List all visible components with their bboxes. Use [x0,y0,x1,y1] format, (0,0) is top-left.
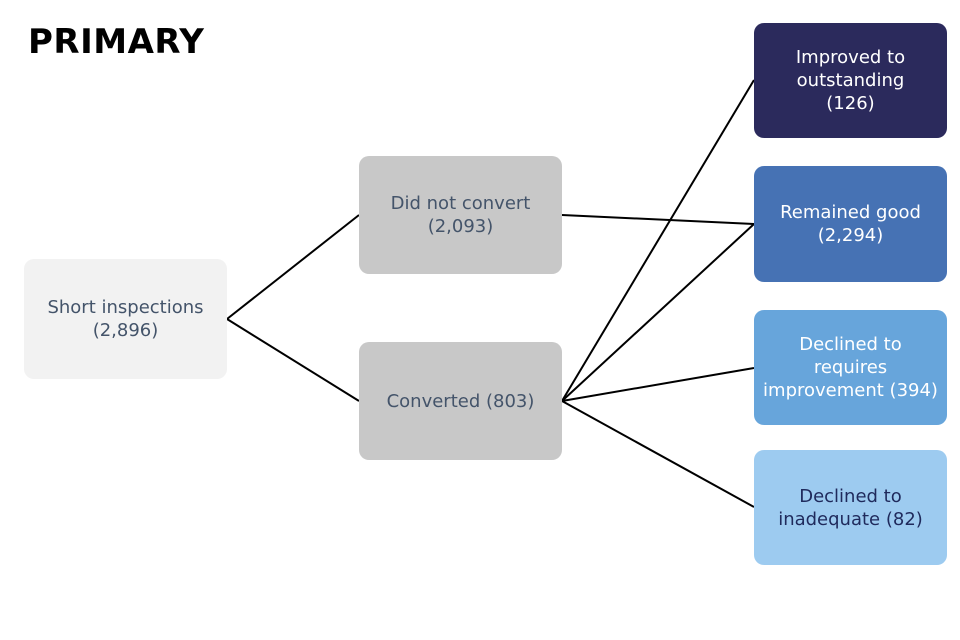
node-label-line2: outstanding [796,70,905,91]
link-converted-to-inadequate [561,400,755,508]
node-did-not-convert: Did not convert (2,093) [359,156,562,274]
node-label: Converted (803) [386,390,535,412]
node-label: Short inspections [47,297,204,318]
node-label-line1: Declined to [799,334,902,355]
node-declined-to-requires-improvement: Declined to requires improvement (394) [754,310,947,425]
node-label: Did not convert [390,193,531,214]
node-label-line1: Improved to [795,47,906,68]
node-count: (2,896) [92,320,159,341]
node-remained-good: Remained good (2,294) [754,166,947,282]
node-converted: Converted (803) [359,342,562,460]
link-converted-to-good [561,223,755,402]
node-label-line2: requires [813,357,888,378]
link-did-not-convert-to-good [561,214,755,225]
node-declined-to-inadequate: Declined to inadequate (82) [754,450,947,565]
node-short-inspections: Short inspections (2,896) [24,259,227,379]
node-label-line1: Declined to [799,485,902,507]
node-label-line2: inadequate (82) [778,508,923,530]
link-converted-to-outstanding [561,79,755,402]
node-improved-to-outstanding: Improved to outstanding (126) [754,23,947,138]
node-count: (126) [826,93,875,114]
node-count: (2,294) [817,225,884,246]
link-converted-to-requires-improvement [561,367,755,402]
page-title: PRIMARY [28,22,205,62]
node-label-line3: improvement (394) [763,380,938,401]
node-count: (2,093) [427,216,494,237]
link-short-to-did-not-convert [226,214,360,320]
node-label: Remained good [780,202,921,223]
link-short-to-converted [226,318,360,402]
